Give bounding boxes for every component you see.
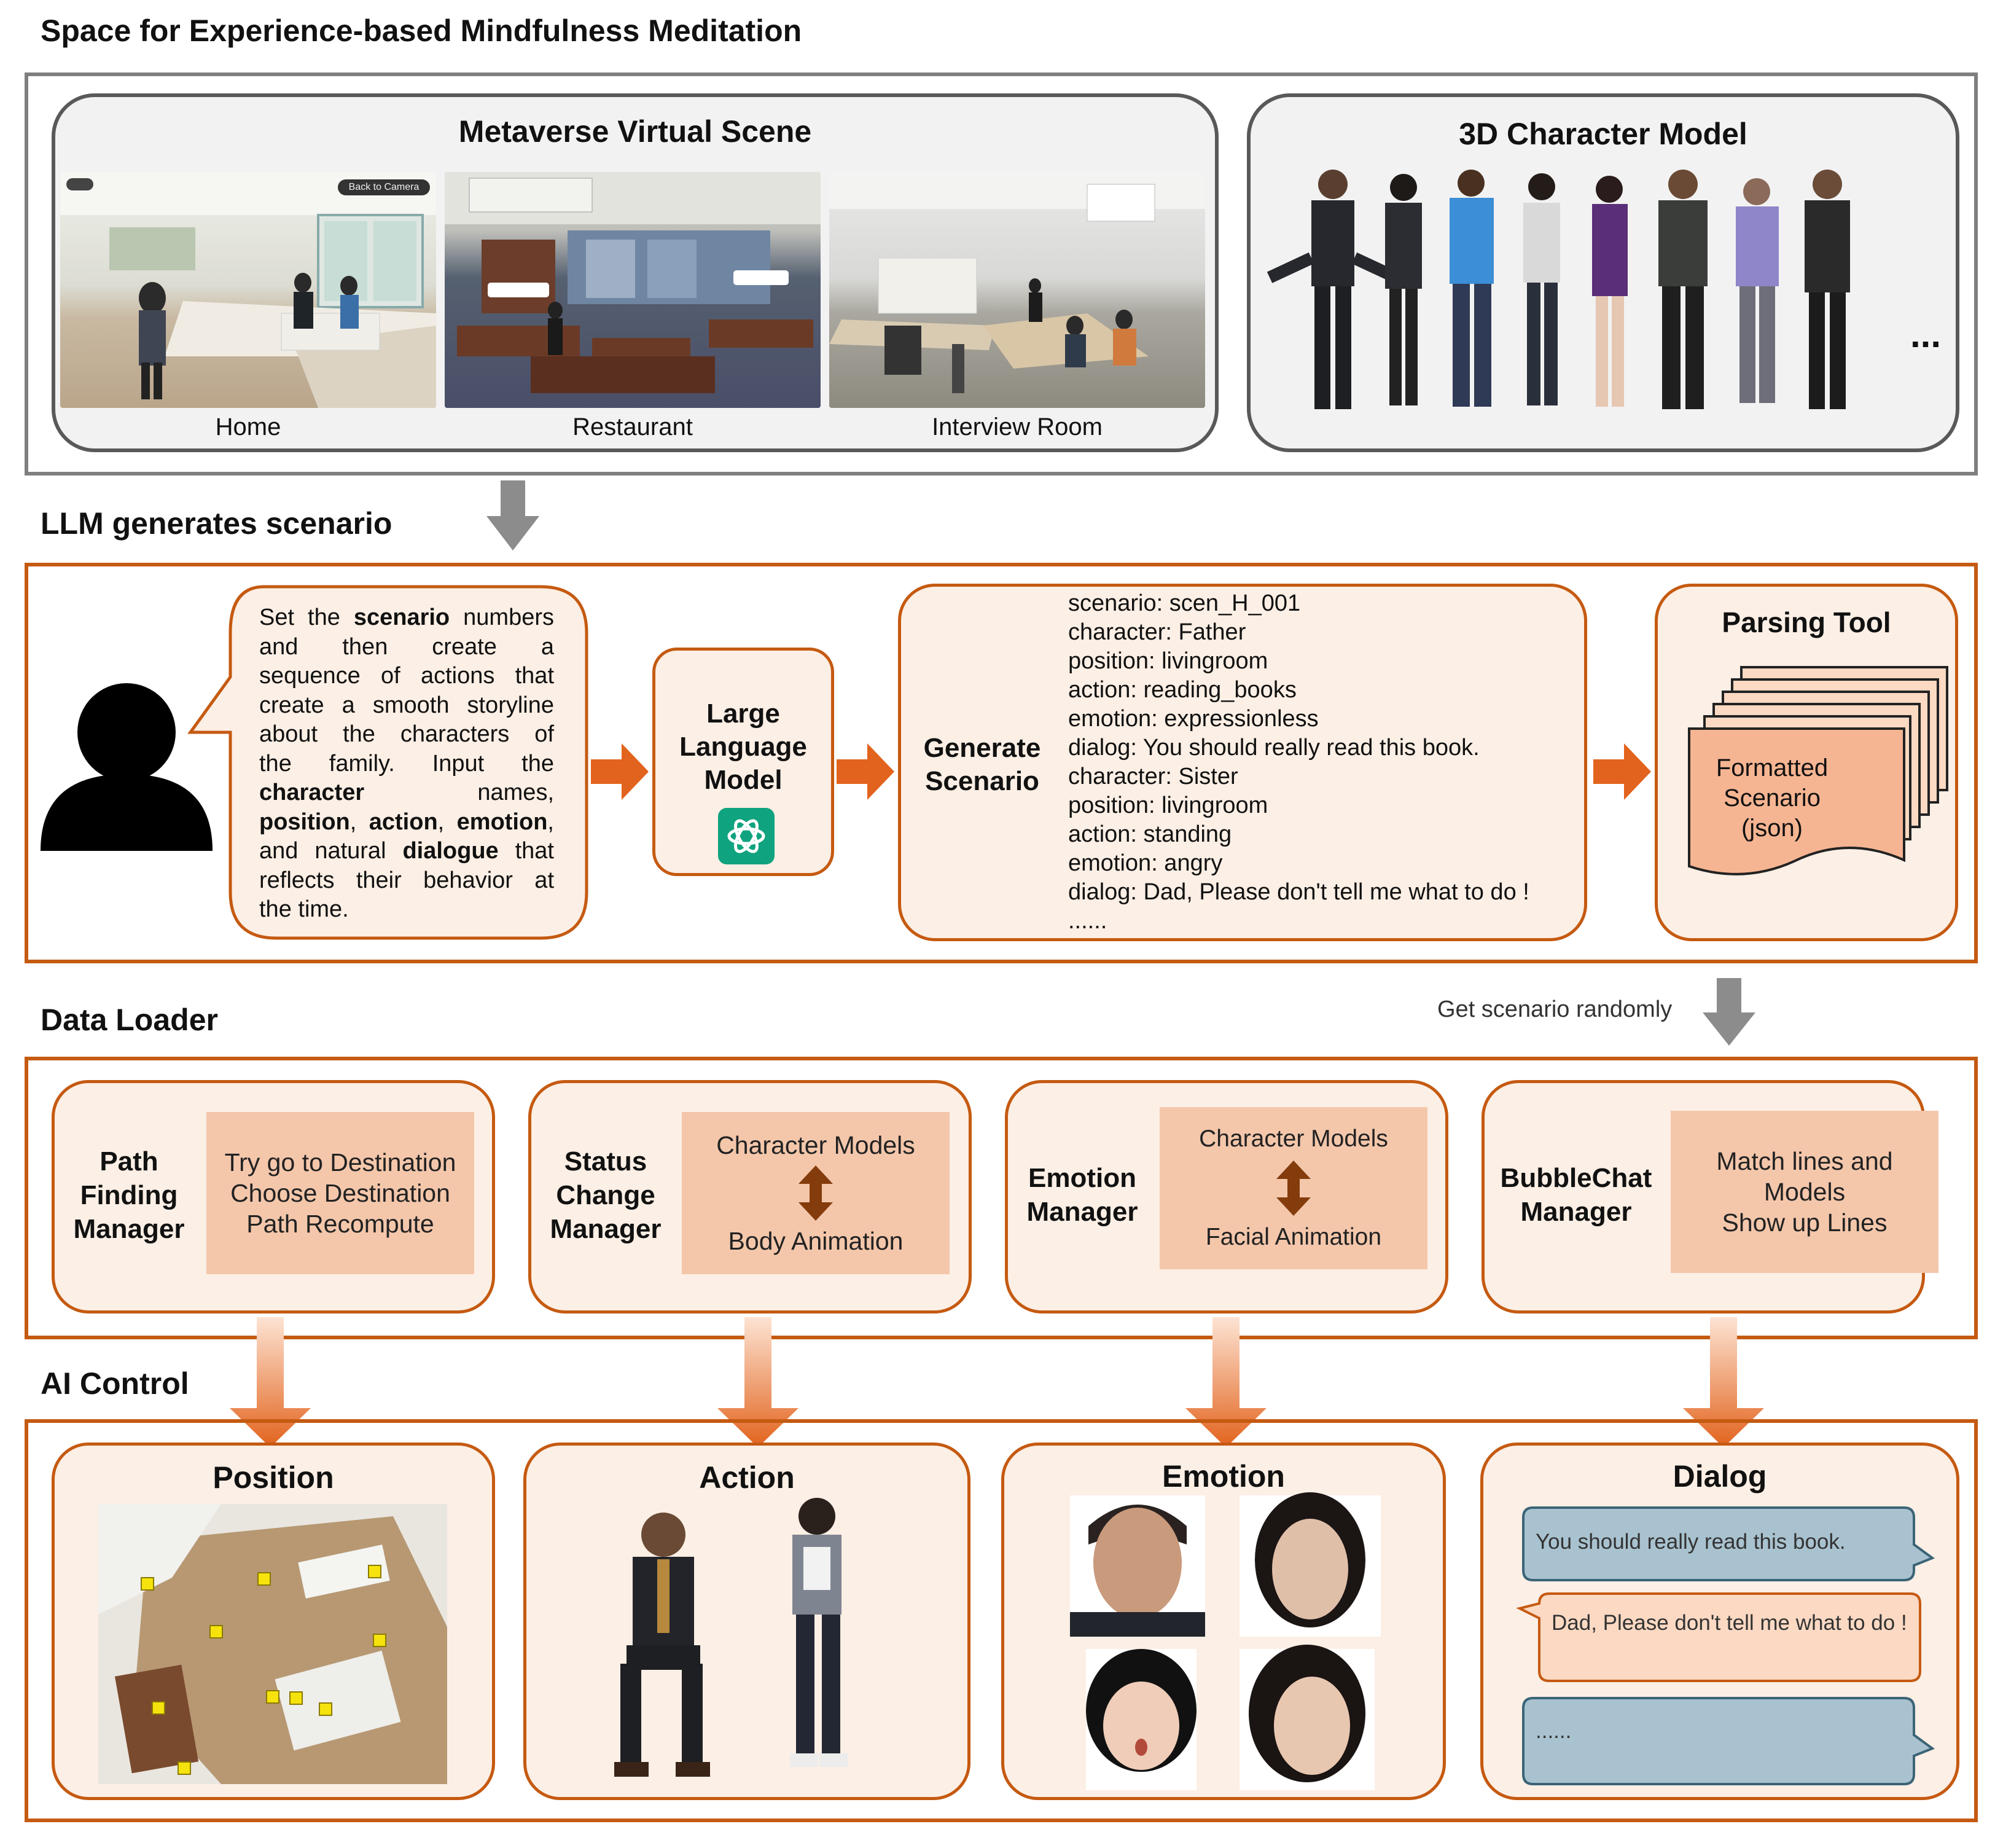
status-change-details: Character Models Body Animation [682,1112,950,1274]
status-bottom-label: Body Animation [728,1227,904,1255]
scenario-line: scenario: scen_H_001 [1068,590,1301,616]
prompt-line-8: position, action, emotion, [259,808,554,835]
path-finding-line: Try go to Destination [224,1148,456,1177]
scenario-line: character: Father [1068,619,1246,645]
dialog-title: Dialog [1673,1459,1767,1494]
prompt-line-3: sequence of actions that [259,663,554,689]
dialog-bubble-2: Dad, Please don't tell me what to do ! [1552,1611,1907,1635]
path-finding-line: Path Recompute [246,1210,434,1238]
toggle-icon [66,178,93,190]
up-down-arrow-icon [798,1165,833,1221]
home-scene-image: Back to Camera [60,172,436,408]
user-icon [41,683,213,851]
prompt-line-1: Set the scenario numbers [259,605,554,630]
parsing-tool-title: Parsing Tool [1722,606,1891,638]
generate-scenario-card: Generate Scenario scenario: scen_H_001 c… [898,584,1587,941]
position-title: Position [213,1460,334,1495]
up-down-arrow-icon [1276,1161,1311,1216]
emotion-top-label: Character Models [1199,1126,1388,1152]
down-arrow-gray-2 [1703,978,1755,1046]
scenario-line: ...... [1068,908,1107,934]
prompt-line-4: create a smooth storyline [259,692,554,718]
scenario-line: action: standing [1068,821,1232,847]
status-top-label: Character Models [716,1131,915,1159]
scenario-script: scenario: scen_H_001 character: Father p… [1068,589,1529,936]
scenario-line: dialog: Dad, Please don't tell me what t… [1068,879,1529,905]
bubblechat-line: Match lines and Models [1716,1147,1893,1206]
character-model-title: 3D Character Model [1459,117,1747,151]
dialog-bubble-1: You should really read this book. [1536,1530,1846,1554]
path-finding-manager-label: Path Finding Manager [73,1146,185,1244]
emotion-manager-label: Emotion Manager [1026,1163,1138,1227]
prompt-text: Set the scenario numbers and then create… [259,603,554,925]
action-card: Action [523,1443,970,1800]
right-arrow-orange-3 [1593,743,1651,800]
prompt-line-7: character names, [259,780,554,805]
llm-frame [25,563,1978,963]
section-title-control: AI Control [41,1366,189,1401]
emotion-faces-image [1070,1492,1381,1790]
down-arrow-gray-1 [486,480,539,550]
scenario-line: action: reading_books [1068,677,1297,703]
emotion-details: Character Models Facial Animation [1160,1107,1427,1269]
bubblechat-manager-label: BubbleChat Manager [1500,1163,1652,1227]
path-finding-line: Choose Destination [230,1179,450,1207]
space-frame [25,72,1978,476]
prompt-line-11: the time. [259,896,349,922]
section-title-space: Space for Experience-based Mindfulness M… [41,14,802,48]
llm-label: Large Language Model [679,699,807,795]
restaurant-scene-image [445,172,821,408]
dialog-bubbles-shapes [1516,1506,1935,1785]
get-scenario-randomly-label: Get scenario randomly [1437,996,1673,1022]
interview-room-scene-image [829,172,1205,408]
right-arrow-orange-2 [837,743,894,800]
prompt-line-6: the family. Input the [259,750,554,777]
generate-scenario-label: Generate Scenario [923,733,1041,796]
prompt-line-2: and then create a [259,633,554,660]
bubblechat-line: Show up Lines [1722,1208,1888,1237]
more-characters-ellipsis: ... [1910,314,1942,355]
scene-caption-home: Home [215,413,281,440]
prompt-line-10: reflects their behavior at [259,867,554,893]
path-finding-details: Try go to Destination Choose Destination… [206,1112,474,1274]
llm-box: Large Language Model [652,648,834,876]
scene-caption-interview-room: Interview Room [932,413,1103,440]
data-loader-frame [25,1057,1978,1339]
back-to-camera-button[interactable]: Back to Camera [338,179,430,195]
right-arrow-orange-1 [591,743,649,800]
section-title-loader: Data Loader [41,1003,218,1037]
scenario-line: emotion: angry [1068,850,1223,876]
status-change-manager-label: Status Change Manager [550,1146,662,1244]
scenario-line: character: Sister [1068,764,1238,789]
scene-caption-restaurant: Restaurant [572,413,693,440]
scenario-line: dialog: You should really read this book… [1068,735,1480,761]
bubblechat-details: Match lines and Models Show up Lines [1671,1111,1938,1273]
emotion-bottom-label: Facial Animation [1205,1224,1382,1250]
metaverse-title: Metaverse Virtual Scene [458,114,812,149]
scenario-line: position: livingroom [1068,648,1268,674]
scenario-line: emotion: expressionless [1068,706,1319,732]
ai-control-frame [25,1419,1978,1822]
character-lineup-image [1267,170,1850,409]
prompt-line-5: about the characters of [259,721,554,747]
emotion-title: Emotion [1162,1459,1285,1494]
dialog-bubble-3: ...... [1536,1719,1572,1743]
position-topdown-map-image [98,1504,447,1784]
action-characters-image [614,1498,848,1777]
section-title-llm: LLM generates scenario [41,506,392,541]
prompt-bubble-shape [187,585,588,940]
scenario-line: position: livingroom [1068,793,1268,818]
formatted-scenario-label: Formatted Scenario (json) [1716,754,1829,842]
action-title: Action [699,1460,795,1495]
json-documents-stack-icon [1688,666,1948,875]
chatgpt-icon [718,808,775,864]
prompt-line-9: and natural dialogue that [259,838,554,864]
